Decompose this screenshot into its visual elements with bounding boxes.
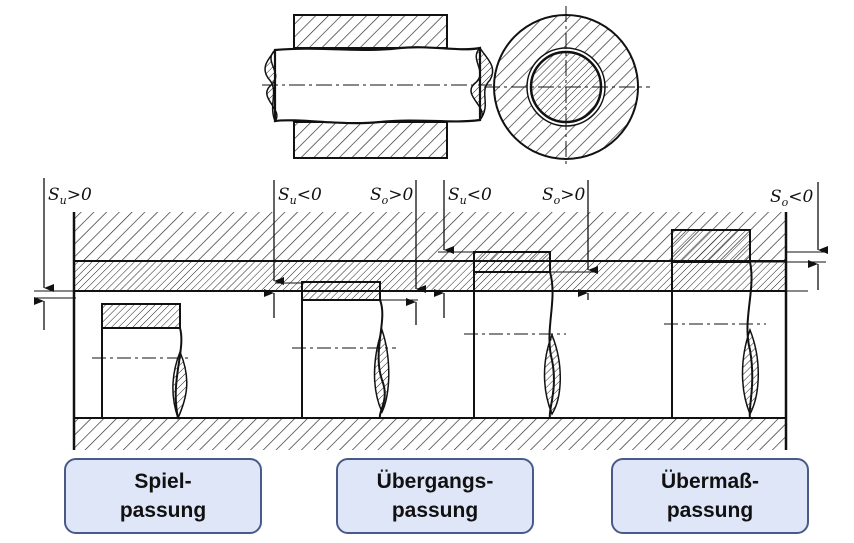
label-su-lt-0-b: Su<0: [448, 185, 492, 207]
hole-upper-wall: [293, 14, 448, 49]
shaft-clearance: [92, 303, 192, 421]
label-so-gt-0-b: So>0: [542, 185, 586, 207]
box-uebermasspassung-line1: Übermaß-: [660, 470, 760, 493]
label-so-lt-0: So<0: [770, 187, 814, 209]
box-uebermasspassung: Übermaß-passung: [611, 458, 809, 534]
hole-material-upper: [74, 212, 786, 261]
hole-tolerance-field: [73, 260, 787, 292]
box-uebergangspassung-line1: Übergangs-: [376, 470, 494, 493]
shaft-transition-b: [438, 251, 598, 419]
dimension-arrows: [34, 178, 828, 330]
shaft-hole-cross-section: [484, 6, 650, 168]
shaft-interference: [664, 229, 826, 419]
label-su-lt-0-a: Su<0: [278, 185, 322, 207]
shaft-break-right: [470, 46, 494, 121]
label-so-gt-0-a: So>0: [370, 185, 414, 207]
box-spielpassung-line2: passung: [119, 499, 207, 522]
box-spielpassung: Spiel-passung: [64, 458, 262, 534]
label-su-gt-0: Su>0: [48, 185, 92, 207]
hole-material-lower: [74, 418, 786, 450]
hole-lower-wall: [293, 121, 448, 159]
diagram-gap: [76, 292, 784, 417]
box-uebergangspassung-line2: passung: [391, 499, 479, 522]
tolerance-diagram: Su>0 Su<0 So>0 Su<0 So>0 So<0: [34, 178, 828, 450]
box-uebermasspassung-line2: passung: [666, 499, 754, 522]
shaft-transition-a: [275, 281, 418, 419]
box-spielpassung-line1: Spiel-: [134, 470, 192, 493]
shaft-hole-side-view: [262, 14, 494, 159]
box-uebergangspassung: Übergangs-passung: [336, 458, 534, 534]
